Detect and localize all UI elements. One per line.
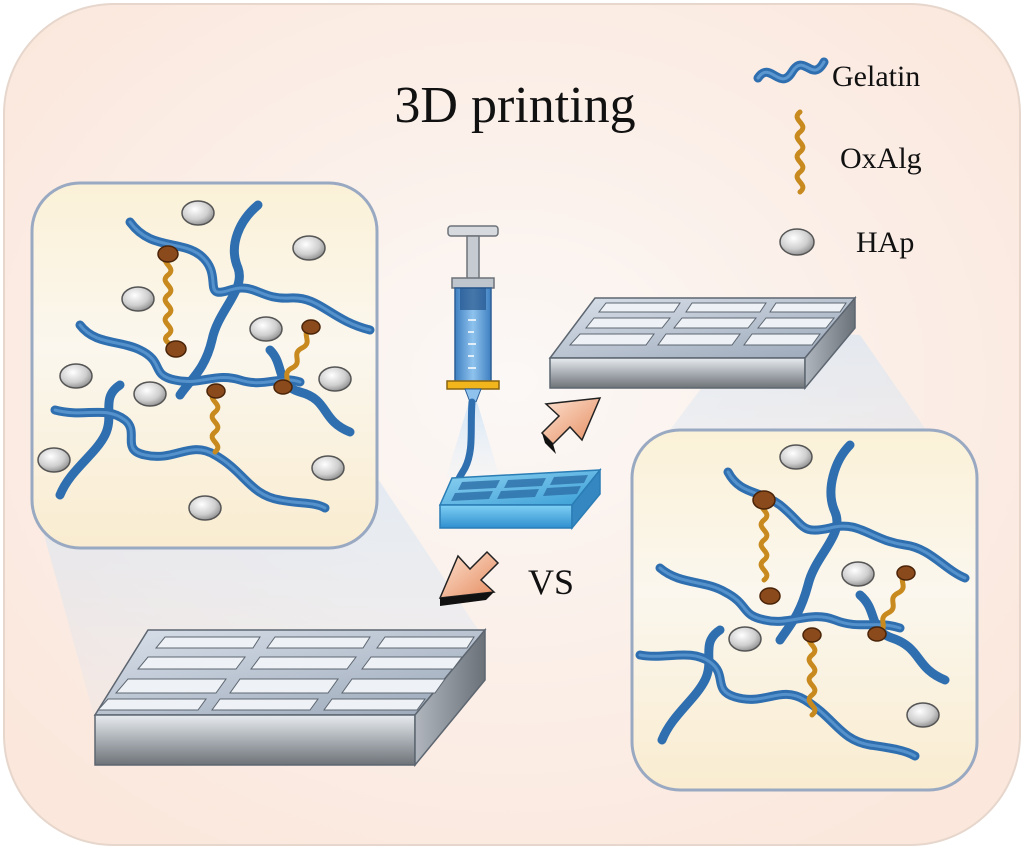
legend-label-oxalg: OxAlg xyxy=(840,142,922,175)
scaffold-slab-bottom xyxy=(93,627,487,768)
oxalg-crosslinks-left xyxy=(162,252,313,455)
hap-particles-right xyxy=(728,444,940,728)
scaffold-slab-top xyxy=(548,295,857,391)
oxalg-crosslinks-right xyxy=(758,497,909,718)
legend-label-hap: HAp xyxy=(856,226,914,259)
arrow-up-right xyxy=(540,397,602,454)
hap-particles-left xyxy=(37,200,352,521)
gelatin-chains-left xyxy=(50,200,375,513)
oxalg-chain-icon xyxy=(794,109,806,195)
crosslink-nodes-left xyxy=(157,245,321,399)
crosslink-nodes-right xyxy=(752,490,916,643)
arrow-down-left xyxy=(438,550,500,606)
diagram-title: 3D printing xyxy=(394,77,635,134)
legend: Gelatin OxAlg HAp xyxy=(753,57,922,259)
gelatin-helix-icon xyxy=(753,57,829,84)
syringe xyxy=(446,225,500,403)
legend-label-gelatin: Gelatin xyxy=(832,60,920,93)
printed-scaffold-small xyxy=(438,467,602,531)
network-panel-right xyxy=(630,428,979,792)
comparison-label: VS xyxy=(528,562,574,602)
network-panel-left xyxy=(30,181,379,550)
hap-particle-icon xyxy=(779,228,815,256)
